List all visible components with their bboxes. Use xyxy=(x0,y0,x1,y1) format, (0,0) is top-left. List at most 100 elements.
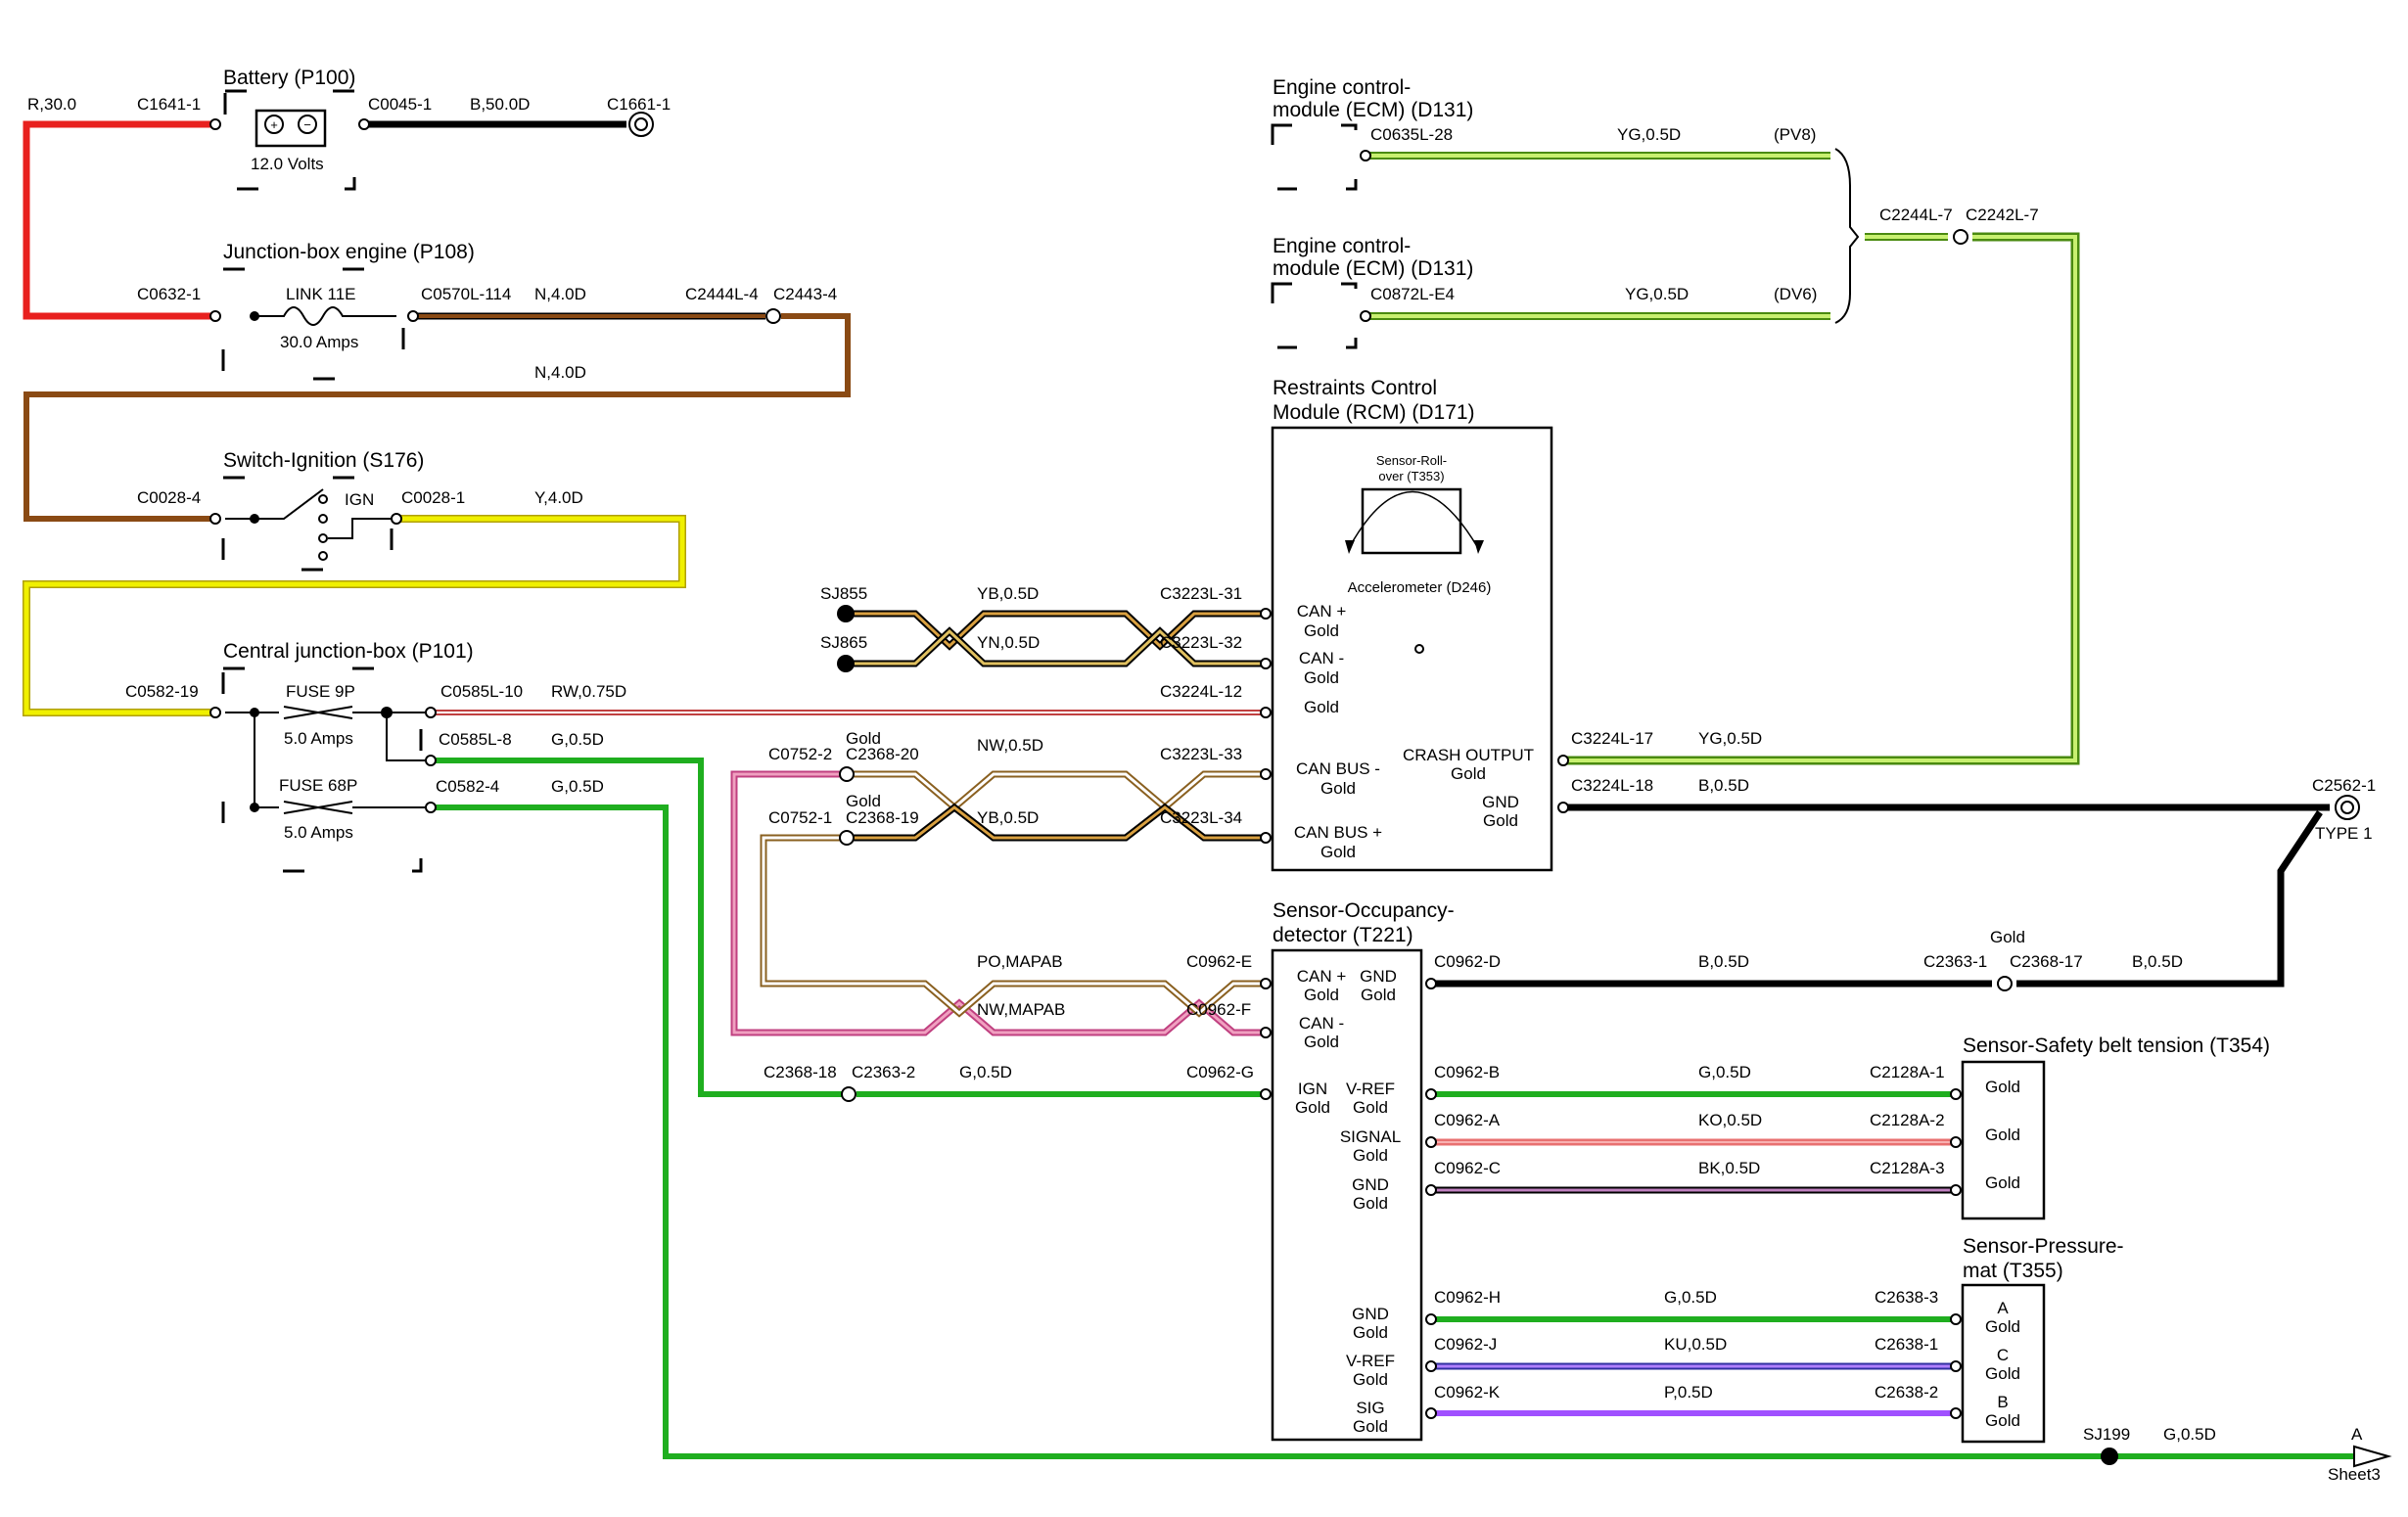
central-junction-box[interactable]: Central junction-box (P101) FUSE 9P 5.0 … xyxy=(221,640,474,873)
ecm2-title1: Engine control- xyxy=(1273,235,1411,257)
switch-ignition[interactable]: Switch-Ignition (S176) IGN xyxy=(221,449,424,572)
c0045-1: C0045-1 xyxy=(368,95,432,114)
wire-r30 xyxy=(23,120,212,320)
c0962-j: C0962-J xyxy=(1434,1335,1497,1354)
belt-gold-2: Gold xyxy=(1985,1126,2020,1144)
wires xyxy=(23,120,2354,1459)
label-yb05a: YB,0.5D xyxy=(977,584,1039,603)
label-yb05b: YB,0.5D xyxy=(977,808,1039,827)
rcm-accel: Accelerometer (D246) xyxy=(1348,579,1492,596)
belt-gold-3: Gold xyxy=(1985,1173,2020,1192)
c1661-1: C1661-1 xyxy=(607,95,671,114)
label-yn05: YN,0.5D xyxy=(977,633,1040,652)
ecm-1[interactable]: Engine control- module (ECM) (D131) xyxy=(1271,76,1473,191)
rcm-can-plus: CAN + xyxy=(1297,602,1347,621)
ecm-2[interactable]: Engine control- module (ECM) (D131) xyxy=(1271,235,1473,349)
c2244l-7: C2244L-7 xyxy=(1879,206,1953,224)
battery[interactable]: + − Battery (P100) 12.0 Volts xyxy=(223,67,356,191)
sheet-ref-a[interactable]: A xyxy=(2351,1425,2363,1444)
label-bk05: BK,0.5D xyxy=(1698,1159,1760,1177)
occ-gnd-3: GND xyxy=(1352,1305,1389,1323)
wire-can-pair-2 xyxy=(852,770,1263,842)
cjb-amps1: 5.0 Amps xyxy=(284,729,353,748)
occ-gold-8: Gold xyxy=(1353,1323,1388,1342)
c0028-4: C0028-4 xyxy=(137,488,201,507)
c2368-18: C2368-18 xyxy=(764,1063,837,1081)
sj855: SJ855 xyxy=(820,584,867,603)
cjb-fuse1: FUSE 9P xyxy=(286,682,355,701)
c0962-f: C0962-F xyxy=(1186,1000,1251,1019)
occ-gold-6: Gold xyxy=(1353,1146,1388,1165)
mat-b: B xyxy=(1997,1393,2008,1411)
c0962-g: C0962-G xyxy=(1186,1063,1254,1081)
wire-can-pair-1 xyxy=(847,610,1263,667)
jbe-title: Junction-box engine (P108) xyxy=(223,241,475,263)
wire-labels: R,30.0 B,50.0D N,4.0D N,4.0D Y,4.0D RW,0… xyxy=(27,95,2216,1444)
rcm-gold-5: Gold xyxy=(1320,843,1356,861)
label-p05: P,0.5D xyxy=(1664,1383,1713,1402)
c2444l-4: C2444L-4 xyxy=(685,285,759,303)
label-b50: B,50.0D xyxy=(470,95,530,114)
wire-g05a xyxy=(431,758,842,1097)
wire-yg-crash xyxy=(1566,232,2080,765)
occ-gnd: GND xyxy=(1360,967,1397,986)
jbe-amps: 30.0 Amps xyxy=(280,333,358,351)
wire-g05b xyxy=(431,804,2354,1459)
c2368-20: C2368-20 xyxy=(846,745,919,763)
occ-gnd-2: GND xyxy=(1352,1175,1389,1194)
rcm-title1: Restraints Control xyxy=(1273,377,1437,399)
connector-labels: C1641-1 C0045-1 C1661-1 C0632-1 C0570L-1… xyxy=(125,95,2381,1484)
c1641-1: C1641-1 xyxy=(137,95,201,114)
rcm[interactable]: Restraints Control Module (RCM) (D171) S… xyxy=(1271,377,1553,872)
junction-box-engine[interactable]: Junction-box engine (P108) LINK 11E 30.0… xyxy=(221,241,475,381)
label-n4b: N,4.0D xyxy=(534,363,586,382)
label-g05b: G,0.5D xyxy=(551,777,604,796)
c0962-d: C0962-D xyxy=(1434,952,1501,971)
rcm-title2: Module (RCM) (D171) xyxy=(1273,401,1475,424)
occ-ign: IGN xyxy=(1298,1080,1327,1098)
label-g05-sj: G,0.5D xyxy=(2163,1425,2216,1444)
type-1: TYPE 1 xyxy=(2315,824,2373,843)
c3224l-17: C3224L-17 xyxy=(1571,729,1653,748)
c0962-b: C0962-B xyxy=(1434,1063,1500,1081)
occ-can-plus: CAN + xyxy=(1297,967,1347,986)
c0635l-28: C0635L-28 xyxy=(1370,125,1453,144)
pressure-mat-sensor[interactable]: Sensor-Pressure- mat (T355) A Gold C Gol… xyxy=(1961,1235,2124,1444)
c0752-2: C0752-2 xyxy=(768,745,832,763)
occ-gold-4: Gold xyxy=(1295,1098,1330,1117)
c0872l-e4: C0872L-E4 xyxy=(1370,285,1455,303)
wire-y4 xyxy=(23,515,686,716)
mat-gold-1: Gold xyxy=(1985,1317,2020,1336)
occ-sig: SIG xyxy=(1356,1399,1384,1417)
occ-title2: detector (T221) xyxy=(1273,924,1413,946)
c0962-a: C0962-A xyxy=(1434,1111,1501,1129)
svg-text:−: − xyxy=(303,117,311,132)
label-po-mapab: PO,MAPAB xyxy=(977,952,1063,971)
occupancy-detector[interactable]: Sensor-Occupancy- detector (T221) CAN + … xyxy=(1271,899,1455,1442)
ign-pos: IGN xyxy=(345,490,374,509)
battery-title: Battery (P100) xyxy=(223,67,355,89)
sheet-ref-sheet3[interactable]: Sheet3 xyxy=(2328,1465,2381,1484)
c0570l-114: C0570L-114 xyxy=(421,285,511,303)
mat-c: C xyxy=(1997,1346,2009,1364)
occ-gold-7: Gold xyxy=(1353,1194,1388,1213)
c2368-17: C2368-17 xyxy=(2010,952,2083,971)
c2368-19: C2368-19 xyxy=(846,808,919,827)
c0582-4: C0582-4 xyxy=(436,777,499,796)
label-g05-h: G,0.5D xyxy=(1664,1288,1717,1307)
c2128a-2: C2128A-2 xyxy=(1870,1111,1945,1129)
rcm-gold-1: Gold xyxy=(1304,621,1339,640)
battery-value: 12.0 Volts xyxy=(251,155,324,173)
c3223l-34: C3223L-34 xyxy=(1160,808,1242,827)
label-y4: Y,4.0D xyxy=(534,488,583,507)
c0585l-10: C0585L-10 xyxy=(440,682,523,701)
rcm-canbus-plus: CAN BUS + xyxy=(1294,823,1382,842)
label-gold2: Gold xyxy=(846,792,881,810)
rcm-gold-7: Gold xyxy=(1483,811,1518,830)
belt-tension-sensor[interactable]: Sensor-Safety belt tension (T354) Gold G… xyxy=(1961,1034,2270,1220)
c2562-1: C2562-1 xyxy=(2312,776,2376,795)
occ-gold-2: Gold xyxy=(1361,986,1396,1004)
c3223l-31: C3223L-31 xyxy=(1160,584,1242,603)
rcm-rollover2: over (T353) xyxy=(1378,469,1444,483)
